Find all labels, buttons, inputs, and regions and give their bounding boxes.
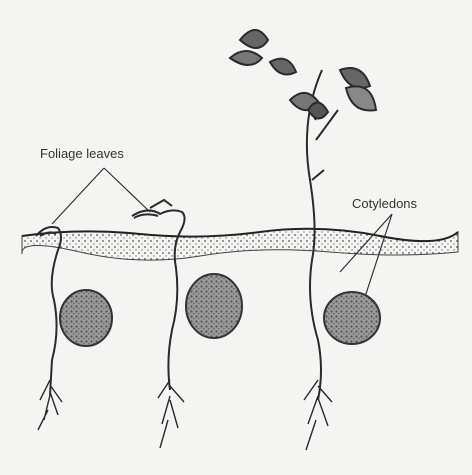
seed-cotyledon-2 — [186, 274, 242, 338]
soil-surface — [22, 229, 458, 260]
seed-cotyledon-3 — [324, 292, 380, 344]
leaf-2 — [230, 51, 262, 65]
cotyledons-label: Cotyledons — [352, 196, 417, 211]
foliage-leaves-label: Foliage leaves — [40, 146, 124, 161]
leaf-7 — [308, 102, 328, 118]
leaf-6 — [346, 86, 376, 110]
seedling-early — [36, 227, 112, 430]
seed-cotyledon-1 — [60, 290, 112, 346]
leaf-5 — [340, 68, 370, 88]
cotyledon-pointer-lines — [340, 214, 392, 300]
leaf-3 — [270, 59, 296, 75]
leaf-1 — [240, 30, 268, 48]
foliage-pointer-lines — [52, 168, 150, 224]
